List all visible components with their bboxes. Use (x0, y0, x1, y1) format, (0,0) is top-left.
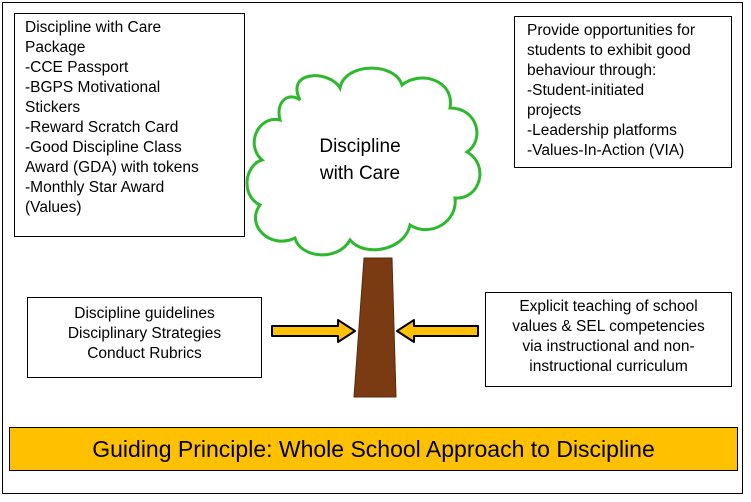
guidelines-line: Discipline guidelines (74, 305, 215, 322)
care-package-line: -CCE Passport (25, 59, 129, 76)
opportunities-line: projects (527, 102, 582, 119)
tree-label-line: with Care (319, 163, 401, 184)
arrow-right (271, 319, 356, 343)
care-package-line: -Good Discipline Class (25, 139, 182, 156)
arrow-left (396, 319, 479, 343)
tree-label-line: Discipline (319, 136, 401, 157)
opportunities-line: Provide opportunities for (527, 22, 696, 39)
banner-text: Guiding Principle: Whole School Approach… (92, 435, 655, 462)
teaching-line: Explicit teaching of school (519, 298, 698, 315)
care-package-line: Package (25, 39, 86, 56)
opportunities-line: -Values-In-Action (VIA) (527, 142, 685, 159)
care-package-line: (Values) (25, 199, 82, 216)
opportunities-line: behaviour through: (527, 62, 657, 79)
diagram-frame (2, 2, 743, 494)
care-package-line: Discipline with Care (25, 19, 162, 36)
care-package-line: Award (GDA) with tokens (25, 159, 199, 176)
tree-trunk (353, 257, 397, 398)
opportunities-line: -Leadership platforms (527, 122, 677, 139)
guidelines-line: Conduct Rubrics (87, 345, 202, 362)
guiding-principle-banner: Guiding Principle: Whole School Approach… (9, 427, 738, 471)
care-package-line: -Reward Scratch Card (25, 119, 179, 136)
opportunities-box: Provide opportunities for students to ex… (514, 16, 732, 168)
teaching-box: Explicit teaching of school values & SEL… (485, 292, 732, 387)
care-package-line: Stickers (25, 99, 81, 116)
opportunities-line: students to exhibit good (527, 42, 691, 59)
tree-label: Discipline with Care (290, 133, 430, 187)
teaching-line: via instructional and non- (522, 338, 695, 355)
guidelines-box: Discipline guidelines Disciplinary Strat… (27, 297, 262, 378)
teaching-line: instructional curriculum (529, 358, 688, 375)
teaching-line: values & SEL competencies (512, 318, 705, 335)
care-package-box: Discipline with Care Package -CCE Passpo… (14, 13, 245, 237)
care-package-line: -BGPS Motivational (25, 79, 161, 96)
opportunities-line: -Student-initiated (527, 82, 645, 99)
tree-canopy (245, 66, 482, 257)
guidelines-line: Disciplinary Strategies (67, 325, 222, 342)
care-package-line: -Monthly Star Award (25, 179, 165, 196)
